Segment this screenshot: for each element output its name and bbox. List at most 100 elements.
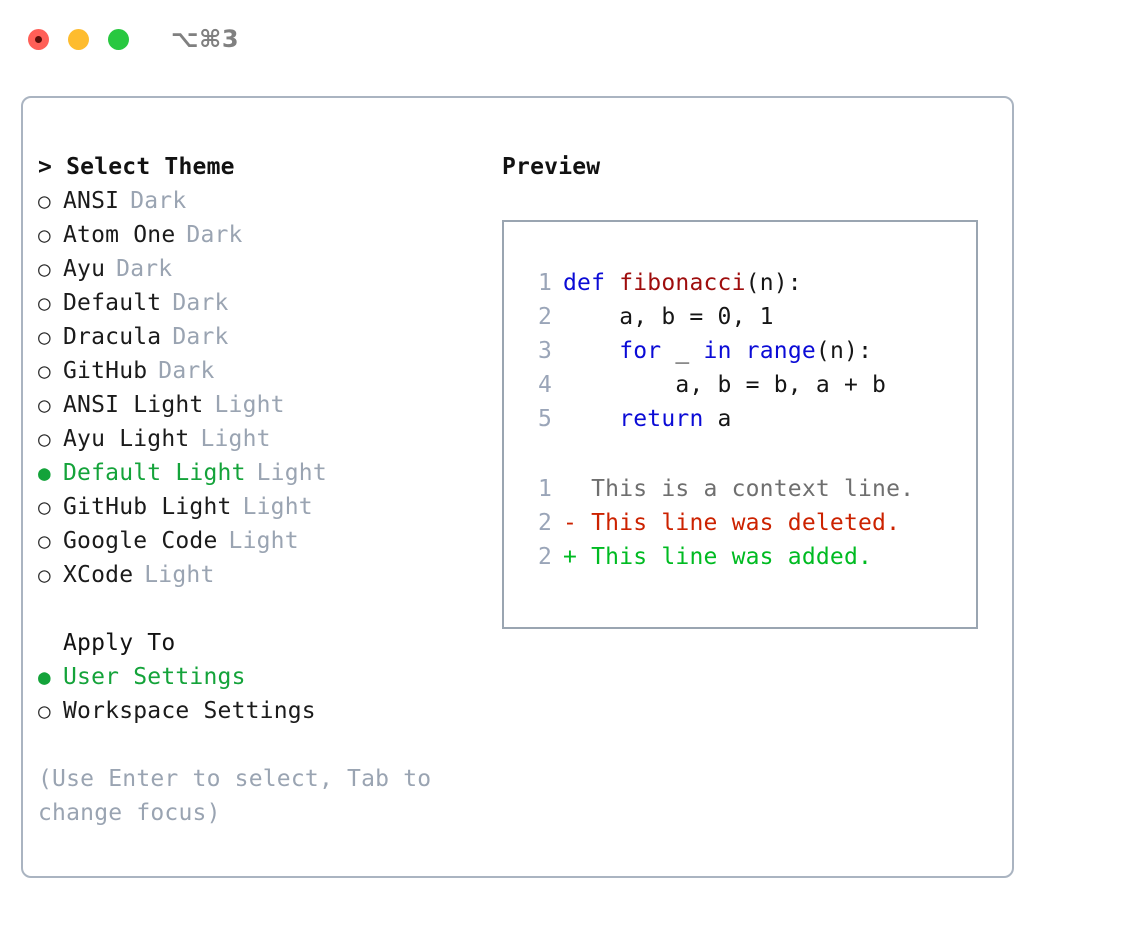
- select-theme-heading: > Select Theme: [38, 154, 235, 180]
- code-token-kw: def: [563, 270, 620, 296]
- diff-gap: [522, 436, 976, 472]
- diff-line-text: This line was deleted.: [591, 510, 901, 536]
- theme-option-label: GitHub: [63, 358, 148, 384]
- theme-option-label: Ayu: [63, 256, 106, 282]
- theme-option-label: Atom One: [63, 222, 176, 248]
- diff-line-number: 1: [537, 476, 552, 502]
- theme-option-label: Default Light: [63, 460, 246, 486]
- radio-unselected-icon: ○: [38, 257, 51, 281]
- theme-option-github[interactable]: ○ GitHub Dark: [38, 354, 488, 388]
- theme-option-tag: Dark: [186, 222, 243, 248]
- radio-unselected-icon: ○: [38, 427, 51, 451]
- section-spacer: [38, 592, 488, 626]
- keyboard-hint-text: (Use Enter to select, Tab to change focu…: [38, 766, 446, 826]
- apply-to-option-list: ● User Settings ○ Workspace Settings: [38, 660, 488, 728]
- theme-option-tag: Dark: [158, 358, 215, 384]
- radio-unselected-icon: ○: [38, 699, 51, 723]
- theme-option-default-light[interactable]: ● Default Light Light: [38, 456, 488, 490]
- theme-option-tag: Light: [256, 460, 327, 486]
- diff-marker: [563, 472, 591, 506]
- radio-selected-icon: ●: [38, 665, 51, 689]
- theme-option-tag: Light: [242, 494, 313, 520]
- code-line: 3 for _ in range(n):: [522, 334, 976, 368]
- apply-to-option-workspace-settings[interactable]: ○ Workspace Settings: [38, 694, 488, 728]
- code-token-plain: a, b = 0, 1: [563, 304, 774, 330]
- theme-option-label: GitHub Light: [63, 494, 232, 520]
- diff-line-add: 2 + This line was added.: [522, 540, 976, 574]
- theme-option-tag: Dark: [172, 324, 229, 350]
- code-token-plain: a, b = b, a + b: [563, 372, 887, 398]
- diff-marker: +: [563, 544, 592, 570]
- apply-to-option-user-settings[interactable]: ● User Settings: [38, 660, 488, 694]
- code-line-content: a, b = b, a + b: [563, 368, 886, 402]
- code-token-fn: fibonacci: [619, 270, 746, 296]
- code-line: 2 a, b = 0, 1: [522, 300, 976, 334]
- code-token-kw: range: [745, 338, 816, 364]
- theme-option-dracula[interactable]: ○ Dracula Dark: [38, 320, 488, 354]
- theme-option-atom-one[interactable]: ○ Atom One Dark: [38, 218, 488, 252]
- radio-selected-icon: ●: [38, 461, 51, 485]
- theme-option-tag: Light: [214, 392, 285, 418]
- theme-option-tag: Light: [144, 562, 215, 588]
- theme-option-tag: Light: [200, 426, 271, 452]
- minimize-window-button[interactable]: [68, 28, 89, 50]
- diff-line-number: 2: [537, 544, 552, 570]
- diff-line-del: 2- This line was deleted.: [522, 506, 976, 540]
- code-token-plain: [563, 406, 619, 432]
- code-line: 5 return a: [522, 402, 976, 436]
- preview-heading: Preview: [502, 154, 601, 180]
- theme-option-tag: Light: [228, 528, 299, 554]
- code-token-plain: (n):: [745, 270, 802, 296]
- close-window-button[interactable]: [28, 28, 49, 50]
- theme-option-github-light[interactable]: ○ GitHub Light Light: [38, 490, 488, 524]
- radio-unselected-icon: ○: [38, 189, 51, 213]
- code-token-kw: return: [619, 406, 718, 432]
- theme-option-label: XCode: [63, 562, 134, 588]
- apply-to-option-label: Workspace Settings: [63, 698, 316, 724]
- code-line: 4 a, b = b, a + b: [522, 368, 976, 402]
- radio-unselected-icon: ○: [38, 359, 51, 383]
- radio-unselected-icon: ○: [38, 325, 51, 349]
- radio-unselected-icon: ○: [38, 291, 51, 315]
- diff-sample: 1 This is a context line. 2- This line wa…: [522, 472, 976, 574]
- theme-option-label: Dracula: [63, 324, 162, 350]
- radio-unselected-icon: ○: [38, 223, 51, 247]
- radio-unselected-icon: ○: [38, 563, 51, 587]
- code-line-number: 5: [537, 406, 552, 432]
- theme-option-ayu[interactable]: ○ Ayu Dark: [38, 252, 488, 286]
- theme-option-label: ANSI Light: [63, 392, 204, 418]
- theme-option-tag: Dark: [130, 188, 187, 214]
- theme-option-tag: Dark: [172, 290, 229, 316]
- theme-option-tag: Dark: [116, 256, 173, 282]
- radio-unselected-icon: ○: [38, 495, 51, 519]
- code-token-plain: (n):: [815, 338, 873, 364]
- apply-to-option-label: User Settings: [63, 664, 246, 690]
- radio-unselected-icon: ○: [38, 529, 51, 553]
- theme-option-label: Google Code: [63, 528, 218, 554]
- theme-option-ansi[interactable]: ○ ANSI Dark: [38, 184, 488, 218]
- maximize-window-button[interactable]: [108, 28, 129, 50]
- theme-option-xcode[interactable]: ○ XCode Light: [38, 558, 488, 592]
- title-bar: ⌥⌘3: [0, 0, 1140, 78]
- code-line-content: return a: [563, 402, 732, 436]
- code-line-number: 4: [537, 372, 552, 398]
- code-line-content: def fibonacci(n):: [563, 266, 802, 300]
- code-line-content: a, b = 0, 1: [563, 300, 774, 334]
- diff-line-text: This is a context line.: [591, 476, 915, 502]
- theme-option-label: ANSI: [63, 188, 120, 214]
- theme-option-google-code[interactable]: ○ Google Code Light: [38, 524, 488, 558]
- code-line-number: 3: [537, 338, 552, 364]
- traffic-light-group: [28, 28, 129, 50]
- diff-line-text: This line was added.: [591, 544, 873, 570]
- keyboard-shortcut-label: ⌥⌘3: [171, 25, 240, 53]
